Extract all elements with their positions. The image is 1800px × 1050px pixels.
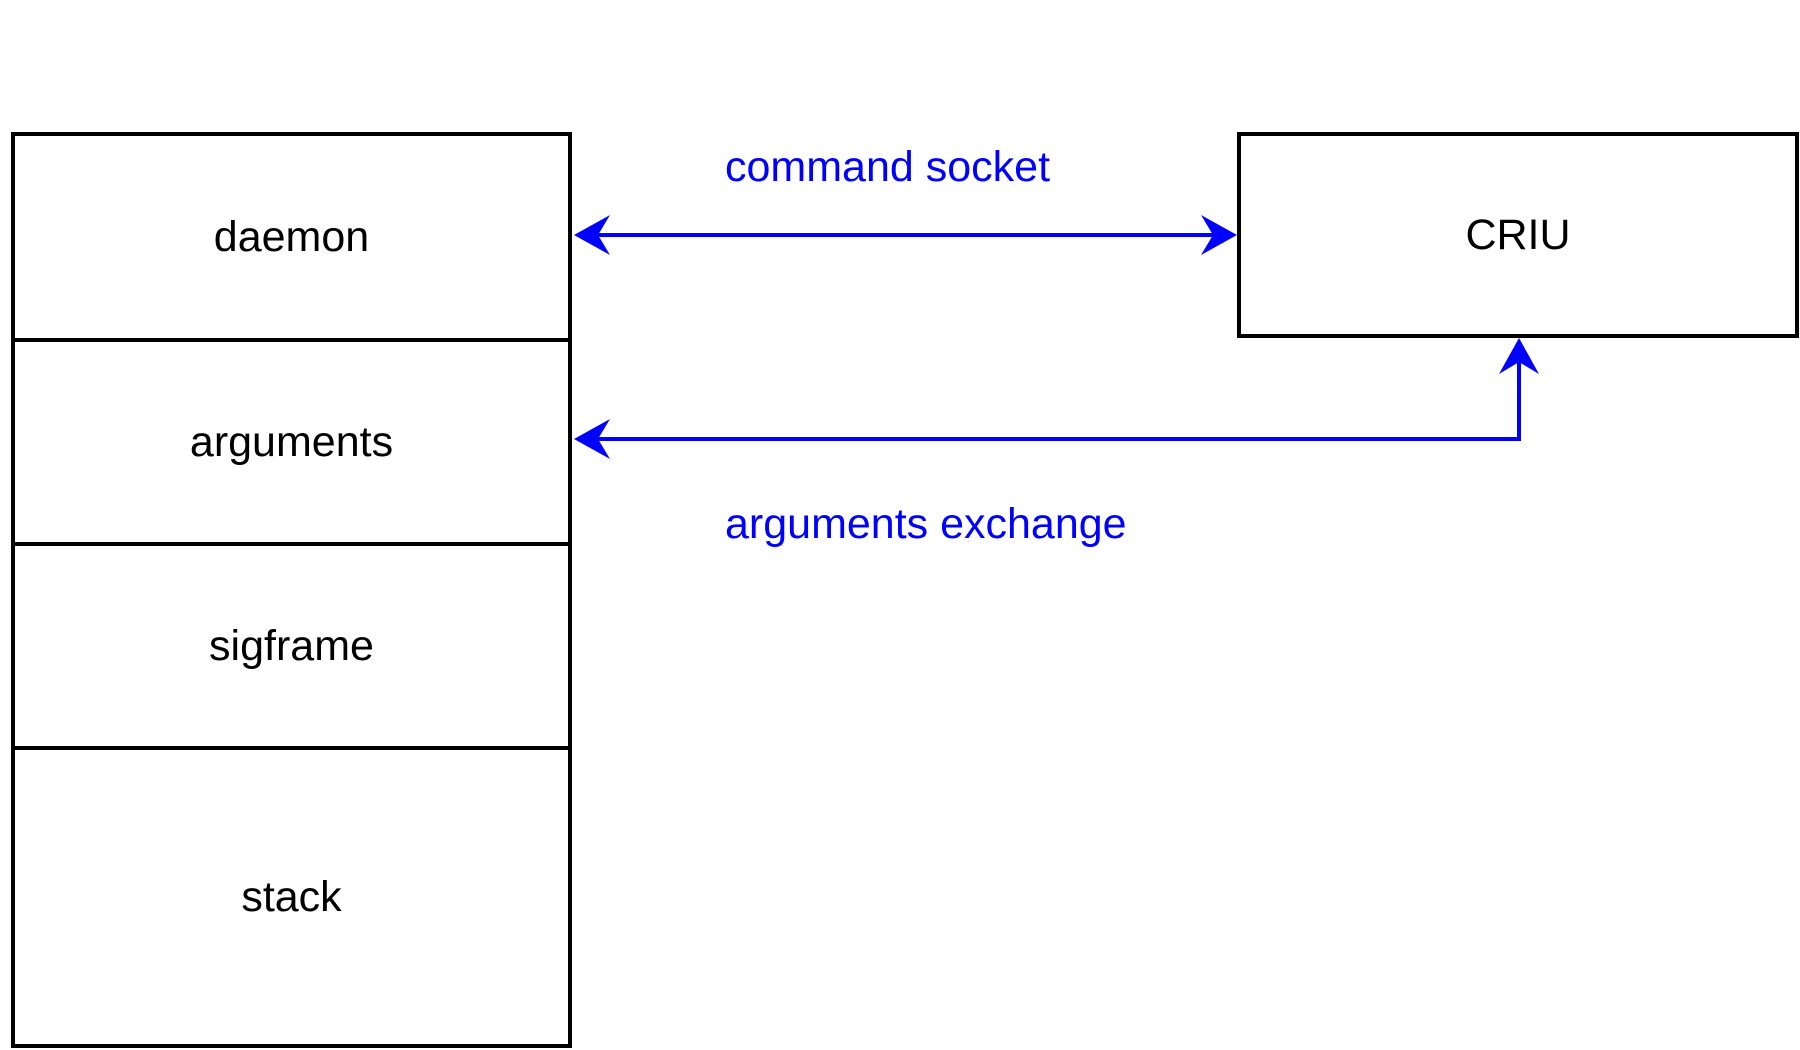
stack-label: stack bbox=[241, 872, 342, 921]
command-socket-label: command socket bbox=[725, 143, 1051, 191]
sigframe-section: sigframe bbox=[15, 546, 568, 750]
arguments-label: arguments bbox=[189, 417, 394, 466]
arguments-exchange-arrowhead-left bbox=[574, 419, 610, 459]
stack-section: stack bbox=[15, 750, 568, 1044]
arguments-exchange-label: arguments exchange bbox=[725, 500, 1127, 548]
arguments-exchange-line bbox=[590, 356, 1521, 441]
daemon-label: daemon bbox=[213, 212, 370, 261]
sigframe-label: sigframe bbox=[209, 621, 374, 670]
criu-label: CRIU bbox=[1465, 210, 1571, 259]
memory-layout-box: daemon arguments sigframe stack bbox=[11, 132, 572, 1048]
criu-box: CRIU bbox=[1237, 132, 1799, 338]
arguments-section: arguments bbox=[15, 342, 568, 546]
command-socket-arrowhead-right bbox=[1201, 215, 1237, 255]
command-socket-arrowhead-left bbox=[574, 215, 610, 255]
daemon-section: daemon bbox=[15, 136, 568, 342]
arguments-exchange-arrowhead-up bbox=[1499, 338, 1539, 374]
